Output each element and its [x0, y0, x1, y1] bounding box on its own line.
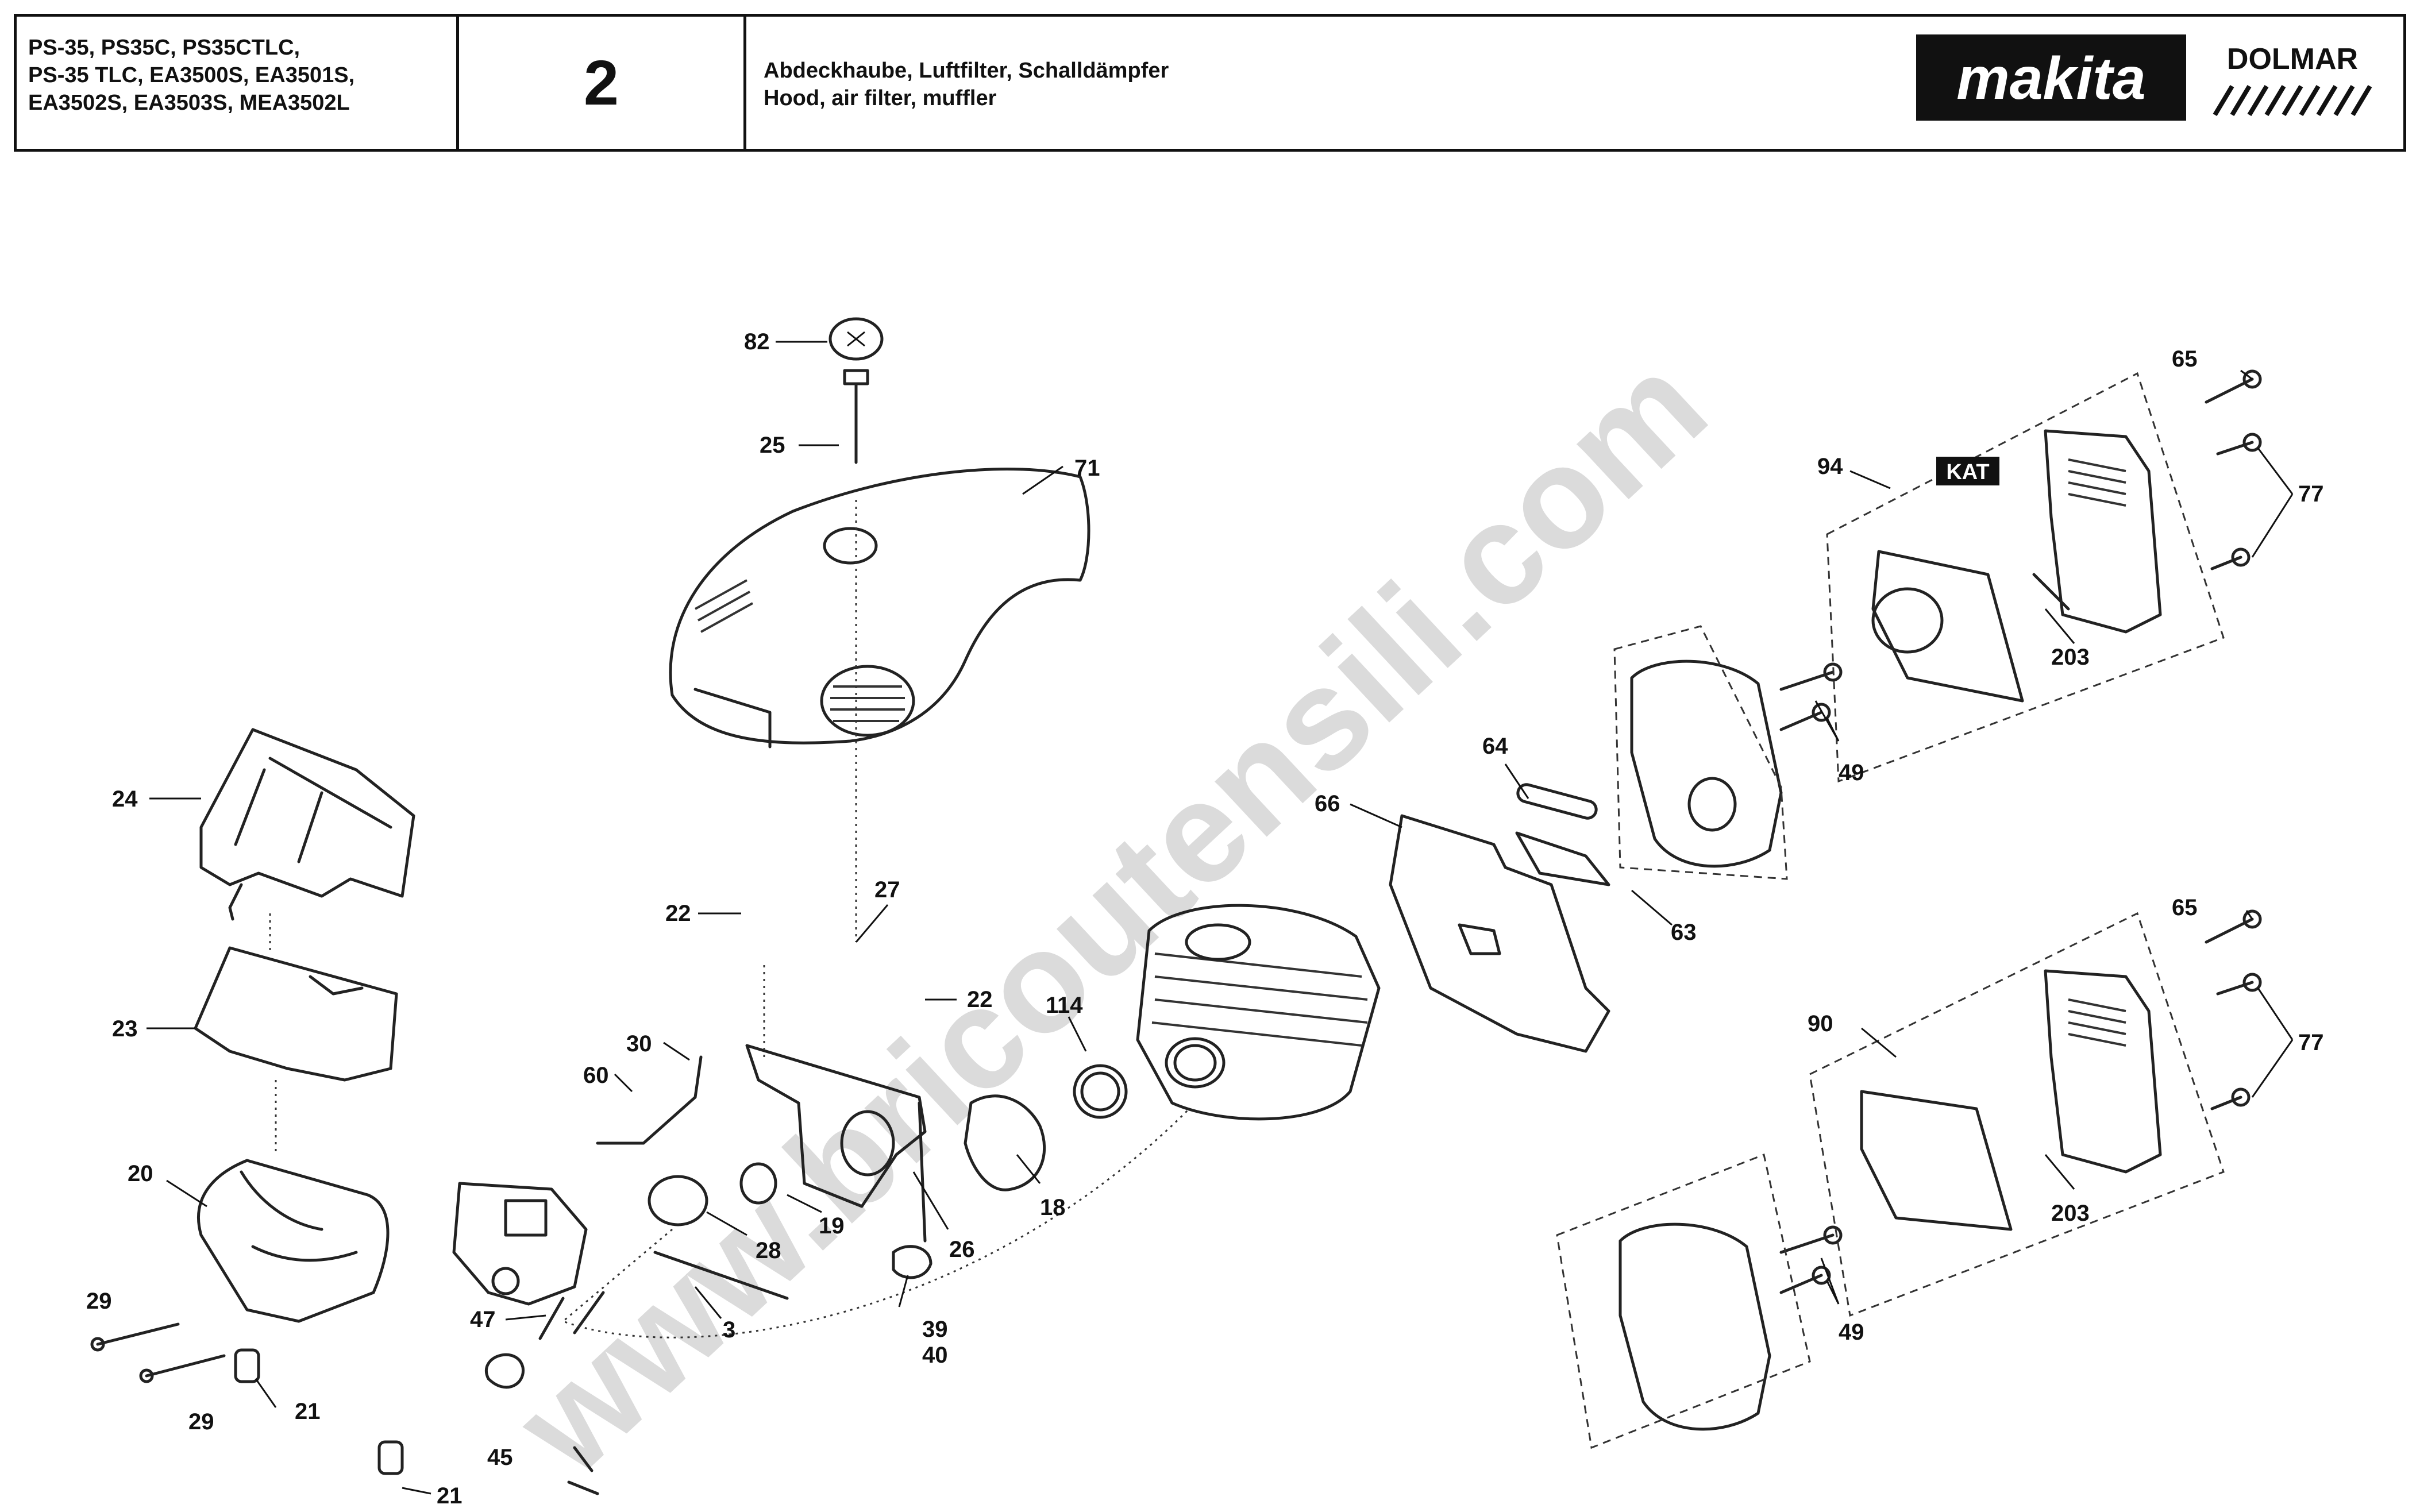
part-label-203b: 203 — [2051, 1201, 2090, 1226]
cap — [828, 317, 884, 361]
part-label-23: 23 — [112, 1016, 138, 1042]
part-label-26: 26 — [949, 1237, 975, 1262]
dolmar-stripes — [2213, 84, 2372, 117]
kat-badge: KAT — [1936, 457, 1999, 485]
part-label-203a: 203 — [2051, 645, 2090, 670]
part-label-28: 28 — [756, 1238, 781, 1263]
part-label-39: 39 — [922, 1317, 948, 1342]
part-label-22b: 22 — [967, 987, 993, 1012]
part-label-21a: 21 — [295, 1399, 321, 1424]
part-label-94: 94 — [1817, 454, 1843, 479]
primer-bulb — [485, 1353, 599, 1495]
part-label-63: 63 — [1671, 920, 1697, 945]
makita-logo: makita — [1916, 34, 2186, 121]
part-label-47: 47 — [470, 1307, 496, 1332]
part-label-30: 30 — [626, 1031, 652, 1056]
part-label-24: 24 — [112, 786, 138, 812]
part-label-22a: 22 — [665, 901, 691, 926]
part-label-66: 66 — [1315, 791, 1340, 816]
part-label-49a: 49 — [1839, 760, 1864, 785]
part-label-65a: 65 — [2172, 346, 2198, 372]
part-label-21b: 21 — [437, 1483, 463, 1509]
title-german: Abdeckhaube, Luftfilter, Schalldämpfer — [764, 59, 1169, 83]
assembly-outlines — [269, 372, 2225, 1449]
sheet-title: Abdeckhaube, Luftfilter, Schalldämpfer H… — [746, 17, 2403, 149]
part-label-45: 45 — [487, 1445, 513, 1470]
part-label-27: 27 — [874, 877, 900, 902]
part-label-29a: 29 — [86, 1289, 112, 1314]
part-label-19: 19 — [819, 1213, 845, 1239]
callouts — [147, 341, 2294, 1495]
makita-logo-text: makita — [1956, 45, 2146, 112]
part-label-3: 3 — [723, 1317, 735, 1343]
model-line: PS-35, PS35C, PS35CTLC, — [28, 36, 300, 60]
part-label-82: 82 — [744, 329, 770, 354]
part-label-90: 90 — [1808, 1011, 1833, 1036]
part-label-18: 18 — [1040, 1195, 1066, 1220]
part-label-40: 40 — [922, 1343, 948, 1368]
model-line: EA3502S, EA3503S, MEA3502L — [28, 91, 350, 115]
screws-29 — [90, 1322, 226, 1383]
filter-element — [194, 946, 398, 1082]
hood — [669, 468, 1090, 749]
filter-base — [197, 1159, 404, 1475]
part-label-25: 25 — [760, 433, 785, 458]
part-labels: 82 25 71 24 23 22 27 22 30 60 114 20 19 … — [86, 329, 2324, 1509]
part-label-114: 114 — [1046, 993, 1083, 1018]
part-label-65b: 65 — [2172, 895, 2198, 920]
muffler-std — [1619, 909, 2262, 1431]
part-label-77b: 77 — [2298, 1030, 2324, 1055]
part-label-60: 60 — [583, 1063, 609, 1088]
part-label-29b: 29 — [188, 1409, 214, 1434]
muffler-kat — [1630, 369, 2262, 868]
part-label-71: 71 — [1074, 456, 1100, 481]
flange — [745, 1044, 927, 1243]
dolmar-logo-text: DOLMAR — [2227, 43, 2358, 76]
cylinder — [1136, 904, 1381, 1121]
sheet-header: PS-35, PS35C, PS35CTLC, PS-35 TLC, EA350… — [14, 14, 2406, 152]
intake-rings — [596, 1055, 1128, 1300]
hood-screw — [843, 369, 869, 464]
part-label-64: 64 — [1482, 734, 1508, 759]
filter-frame — [199, 728, 415, 921]
title-english: Hood, air filter, muffler — [764, 86, 997, 110]
model-list: PS-35, PS35C, PS35CTLC, PS-35 TLC, EA350… — [17, 17, 459, 149]
heat-shield — [1389, 783, 1610, 1053]
page-number: 2 — [459, 17, 746, 149]
part-label-20: 20 — [128, 1161, 153, 1186]
part-label-77a: 77 — [2298, 481, 2324, 507]
dolmar-logo: DOLMAR — [2213, 43, 2372, 117]
part-label-49b: 49 — [1839, 1320, 1864, 1345]
kat-label: KAT — [1946, 460, 1989, 484]
model-line: PS-35 TLC, EA3500S, EA3501S, — [28, 63, 355, 87]
